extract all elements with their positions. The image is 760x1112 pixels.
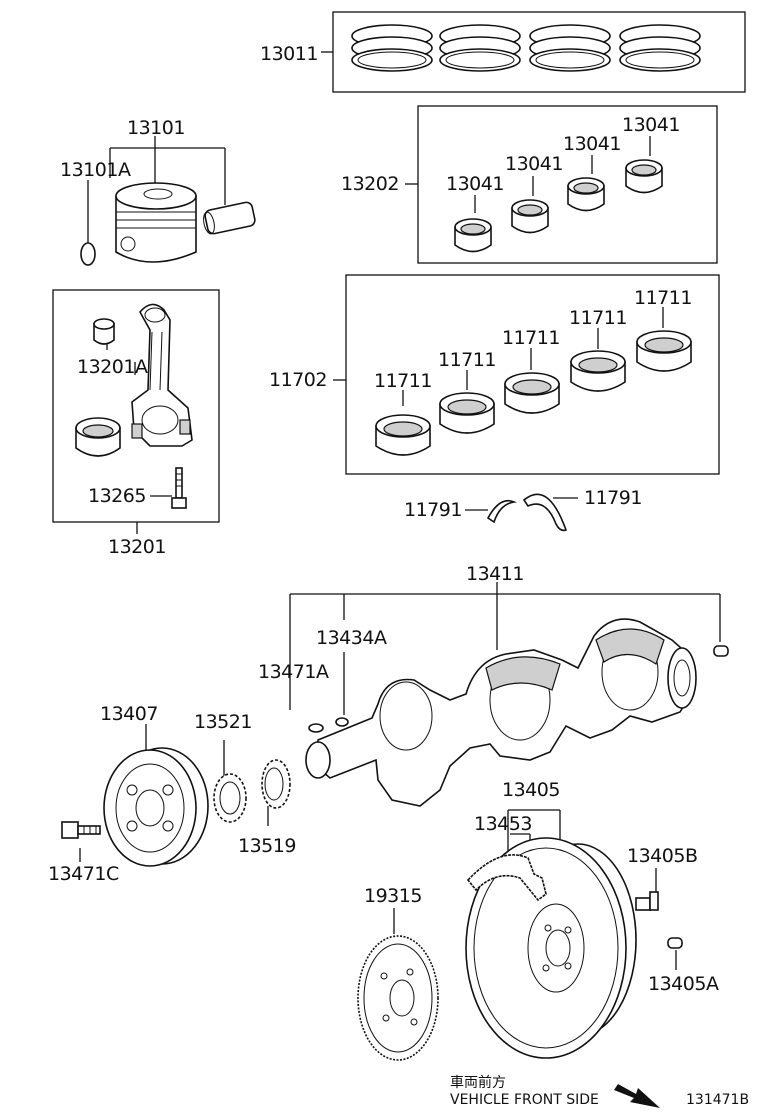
signal-plate-group xyxy=(357,908,439,1061)
label-13519[interactable]: 13519 xyxy=(238,835,296,857)
label-11711-b[interactable]: 11711 xyxy=(438,349,496,371)
pulley-bolt[interactable] xyxy=(61,821,101,839)
vehicle-front-english: VEHICLE FRONT SIDE xyxy=(450,1092,599,1108)
piston-assembly xyxy=(80,136,256,266)
crankshaft-pulley[interactable] xyxy=(103,747,209,867)
label-11711-a[interactable]: 11711 xyxy=(374,370,432,392)
main-bearing-4[interactable] xyxy=(570,350,626,392)
crankshaft-key-13434A[interactable] xyxy=(335,717,349,727)
sprocket-group xyxy=(213,740,291,826)
vehicle-front-arrow-icon xyxy=(614,1084,660,1108)
crankshaft-pulley-group xyxy=(61,724,209,867)
flywheel-ring-gear[interactable] xyxy=(466,854,547,902)
connecting-rod-group xyxy=(52,289,220,534)
label-11711-c[interactable]: 11711 xyxy=(502,327,560,349)
piston-ring-set-4[interactable] xyxy=(619,24,701,72)
crankshaft-sprocket-spacer[interactable] xyxy=(261,759,291,809)
conrod-bearing-3[interactable] xyxy=(567,177,605,212)
piston-ring-set-3[interactable] xyxy=(529,24,611,72)
piston-ring-set-1[interactable] xyxy=(351,24,433,72)
conrod-bearing-4[interactable] xyxy=(625,159,663,194)
label-13202[interactable]: 13202 xyxy=(341,173,399,195)
main-bearing-3[interactable] xyxy=(504,372,560,414)
label-13407[interactable]: 13407 xyxy=(100,703,158,725)
label-13041-c[interactable]: 13041 xyxy=(563,133,621,155)
piston-pin[interactable] xyxy=(202,201,256,235)
conrod-bearing-1[interactable] xyxy=(454,218,492,253)
flywheel-group xyxy=(465,809,683,1059)
main-bearing-2[interactable] xyxy=(439,392,495,434)
crankshaft-key-13471A[interactable] xyxy=(308,723,324,733)
label-13405[interactable]: 13405 xyxy=(502,779,560,801)
figure-id: 131471B xyxy=(686,1092,749,1108)
label-13471A[interactable]: 13471A xyxy=(258,661,329,683)
piston-pin-clip[interactable] xyxy=(80,242,96,266)
thrust-washer-1[interactable] xyxy=(486,499,517,524)
label-13405B[interactable]: 13405B xyxy=(627,845,698,867)
vehicle-front-japanese: 車両前方 xyxy=(450,1074,506,1091)
conrod-bearing-group xyxy=(405,105,718,264)
label-13011[interactable]: 13011 xyxy=(260,43,318,65)
label-11711-d[interactable]: 11711 xyxy=(569,307,627,329)
label-11791-b[interactable]: 11791 xyxy=(584,487,642,509)
main-bearing-group xyxy=(333,274,720,475)
label-13471C[interactable]: 13471C xyxy=(48,863,119,885)
thrust-washer-group xyxy=(465,493,578,532)
label-13265[interactable]: 13265 xyxy=(88,485,146,507)
connecting-rod[interactable] xyxy=(131,303,193,447)
conrod-bolt[interactable] xyxy=(171,467,187,509)
crankshaft-pin[interactable] xyxy=(713,645,729,657)
flywheel-bolt[interactable] xyxy=(635,891,659,911)
main-bearing-5[interactable] xyxy=(636,330,692,372)
label-11791-a[interactable]: 11791 xyxy=(404,499,462,521)
flywheel[interactable] xyxy=(465,837,637,1059)
piston-ring-set-2[interactable] xyxy=(439,24,521,72)
crankshaft-group xyxy=(289,582,729,807)
label-11711-e[interactable]: 11711 xyxy=(634,287,692,309)
label-13201[interactable]: 13201 xyxy=(108,536,166,558)
label-13041-d[interactable]: 13041 xyxy=(622,114,680,136)
label-13405A[interactable]: 13405A xyxy=(648,973,719,995)
label-13453[interactable]: 13453 xyxy=(474,813,532,835)
label-13101A[interactable]: 13101A xyxy=(60,159,131,181)
label-13041-b[interactable]: 13041 xyxy=(505,153,563,175)
label-13434A[interactable]: 13434A xyxy=(316,627,387,649)
piston[interactable] xyxy=(115,182,197,263)
label-11702[interactable]: 11702 xyxy=(269,369,327,391)
label-13101[interactable]: 13101 xyxy=(127,117,185,139)
label-13521[interactable]: 13521 xyxy=(194,711,252,733)
conrod-small-end-bushing[interactable] xyxy=(93,318,115,345)
label-13041-a[interactable]: 13041 xyxy=(446,173,504,195)
main-bearing-1[interactable] xyxy=(375,414,431,456)
thrust-washer-2[interactable] xyxy=(522,493,568,532)
label-13411[interactable]: 13411 xyxy=(466,563,524,585)
conrod-big-end-bearing[interactable] xyxy=(75,417,121,457)
label-13201A[interactable]: 13201A xyxy=(77,356,148,378)
label-19315[interactable]: 19315 xyxy=(364,885,422,907)
conrod-bearing-2[interactable] xyxy=(511,199,549,234)
crankshaft-signal-plate[interactable] xyxy=(357,935,439,1061)
flywheel-dowel-pin[interactable] xyxy=(667,937,683,949)
crankshaft[interactable] xyxy=(305,618,697,807)
piston-ring-group xyxy=(321,11,746,93)
crankshaft-timing-sprocket[interactable] xyxy=(213,773,247,823)
